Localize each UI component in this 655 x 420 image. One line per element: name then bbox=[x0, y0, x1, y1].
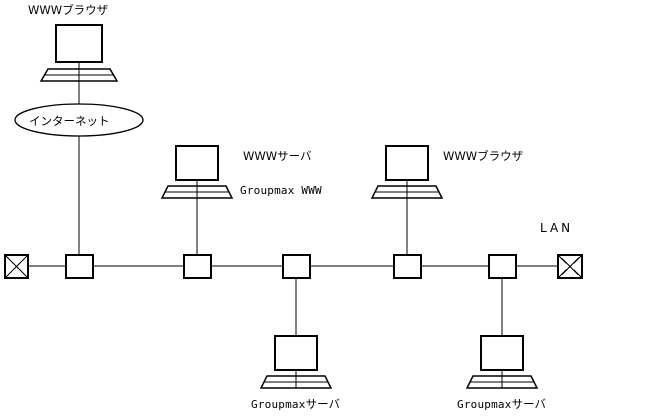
label-groupmax-server-right-jp: サーバ bbox=[511, 397, 546, 411]
label-groupmax-server-left-ascii: Groupmax bbox=[251, 398, 306, 411]
label-groupmax-www: Groupmax WWW bbox=[240, 184, 322, 197]
lan-tap-1 bbox=[65, 254, 94, 279]
monitor-screen bbox=[480, 335, 524, 371]
label-groupmax-server-right-ascii: Groupmax bbox=[457, 398, 512, 411]
monitor-screen bbox=[274, 335, 318, 371]
terminator-x-stroke-2 bbox=[4, 254, 29, 279]
workstation-groupmax-server-right bbox=[465, 335, 539, 389]
lan-tap-2 bbox=[183, 254, 212, 279]
workstation-top-browser bbox=[39, 24, 119, 82]
label-right-browser: WWWブラウザ bbox=[443, 149, 524, 163]
label-internet: インターネット bbox=[29, 114, 110, 128]
label-www-server: WWWサーバ bbox=[243, 149, 312, 163]
label-lan: LAN bbox=[540, 221, 574, 235]
label-top-browser: WWWブラウザ bbox=[28, 3, 109, 17]
terminator-x-stroke-2 bbox=[557, 254, 583, 279]
terminator-x-left bbox=[4, 254, 29, 279]
lan-tap-5 bbox=[488, 254, 517, 279]
workstation-groupmax-server-left bbox=[259, 335, 333, 389]
label-groupmax-www-suffix: WWW bbox=[294, 184, 322, 197]
workstation-www-server bbox=[160, 145, 234, 199]
lan-tap-4 bbox=[393, 254, 422, 279]
label-groupmax-server-left: Groupmaxサーバ bbox=[251, 397, 340, 412]
label-groupmax-www-ascii: Groupmax bbox=[240, 184, 295, 197]
monitor-screen bbox=[55, 24, 103, 63]
terminator-x-right bbox=[557, 254, 583, 279]
label-groupmax-server-left-jp: サーバ bbox=[305, 397, 340, 411]
workstation-right-browser bbox=[370, 145, 444, 199]
label-groupmax-server-right: Groupmaxサーバ bbox=[457, 397, 546, 412]
monitor-screen bbox=[175, 145, 219, 181]
monitor-screen bbox=[385, 145, 429, 181]
lan-tap-3 bbox=[282, 254, 311, 279]
